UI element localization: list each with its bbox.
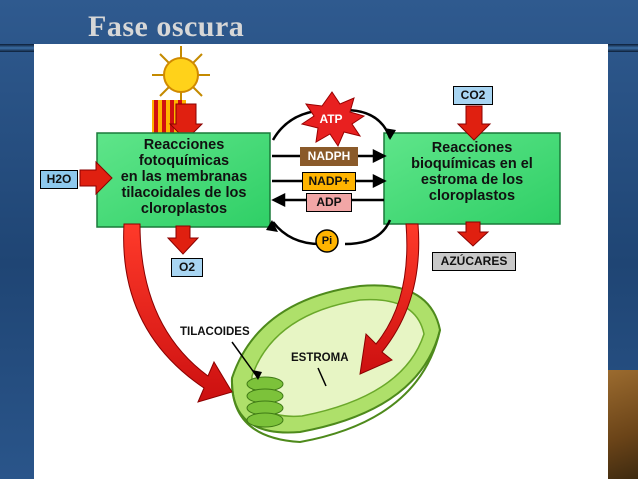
light-line-2: fotoquímicas: [138, 153, 230, 169]
nadph-label: NADPH: [300, 147, 358, 166]
light-line-5: cloroplastos: [140, 201, 228, 217]
light-reactions-text: Reacciones fotoquímicas en las membranas…: [99, 137, 269, 217]
dark-line-3: estroma de los: [420, 172, 524, 188]
light-line-1: Reacciones: [143, 137, 225, 153]
dark-reactions-text: Reacciones bioquímicas en el estroma de …: [386, 140, 558, 204]
atp-burst-icon: [300, 91, 366, 148]
curved-arrow-right: [359, 223, 420, 375]
chloroplast-illustration: [230, 284, 442, 444]
co2-arrow: [456, 105, 492, 141]
dark-reactions-box: [383, 132, 561, 225]
nadp-label: NADP+: [302, 172, 356, 191]
dark-line-1: Reacciones: [431, 140, 513, 156]
sugar-label: AZÚCARES: [432, 252, 516, 271]
dark-line-2: bioquímicas en el: [411, 156, 533, 172]
light-arrow: [168, 103, 204, 141]
thylakoids-caption: TILACOIDES: [180, 326, 250, 338]
water-label: H2O: [40, 170, 78, 189]
o2-label: O2: [171, 258, 203, 277]
stroma-caption: ESTROMA: [291, 352, 349, 364]
sun-icon: [152, 46, 210, 104]
light-line-3: en las membranas: [120, 169, 248, 185]
slide-title: Fase oscura: [88, 10, 245, 43]
adp-label: ADP: [306, 193, 352, 212]
dark-line-4: cloroplastos: [428, 188, 516, 204]
atp-label: ATP: [319, 112, 343, 126]
pi-circle: [315, 229, 339, 253]
co2-label: CO2: [453, 86, 493, 105]
curved-arrow-left: [123, 223, 233, 403]
stroma-pointer: [317, 367, 327, 387]
sugar-arrow: [456, 221, 490, 247]
pi-label: Pi: [321, 235, 333, 247]
water-arrow: [79, 160, 113, 196]
light-line-4: tilacoidales de los: [121, 185, 247, 201]
book-decoration: [608, 370, 638, 479]
o2-arrow: [166, 225, 200, 255]
light-reactions-box: [96, 132, 271, 228]
